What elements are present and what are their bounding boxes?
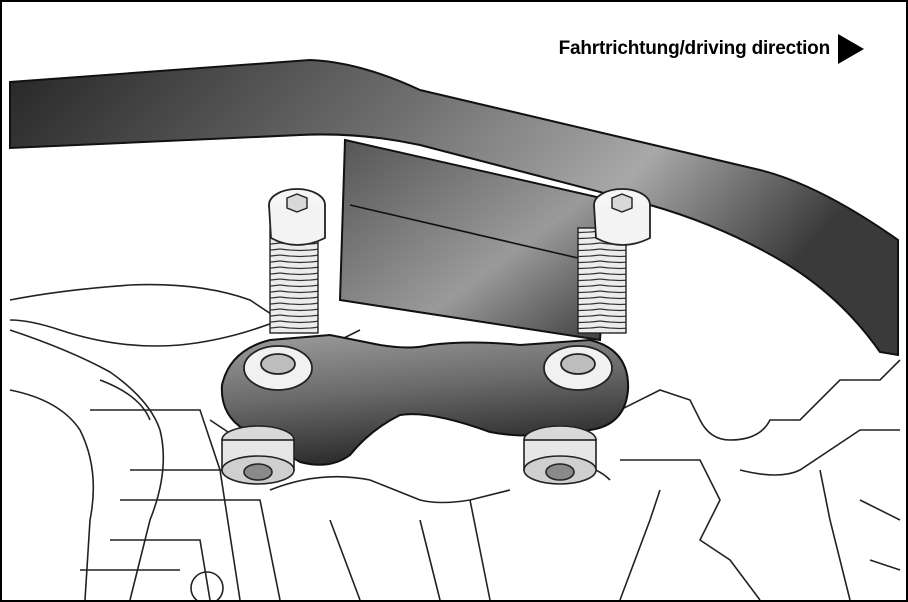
- spacer-left: [221, 425, 295, 485]
- bolt-left: [268, 188, 326, 334]
- driving-direction-label: Fahrtrichtung/driving direction: [559, 34, 864, 64]
- bracket-upright: [338, 138, 612, 342]
- washer-left: [243, 345, 313, 391]
- washer-right: [543, 345, 613, 391]
- direction-text: Fahrtrichtung/driving direction: [558, 38, 831, 59]
- mounting-bar: [9, 58, 899, 357]
- vehicle-body-outline: [9, 283, 901, 602]
- bracket-base-plate: [220, 333, 630, 466]
- bolt-right: [577, 188, 651, 334]
- spacer-right: [523, 425, 597, 485]
- arrow-right-triangle-icon: [838, 34, 864, 64]
